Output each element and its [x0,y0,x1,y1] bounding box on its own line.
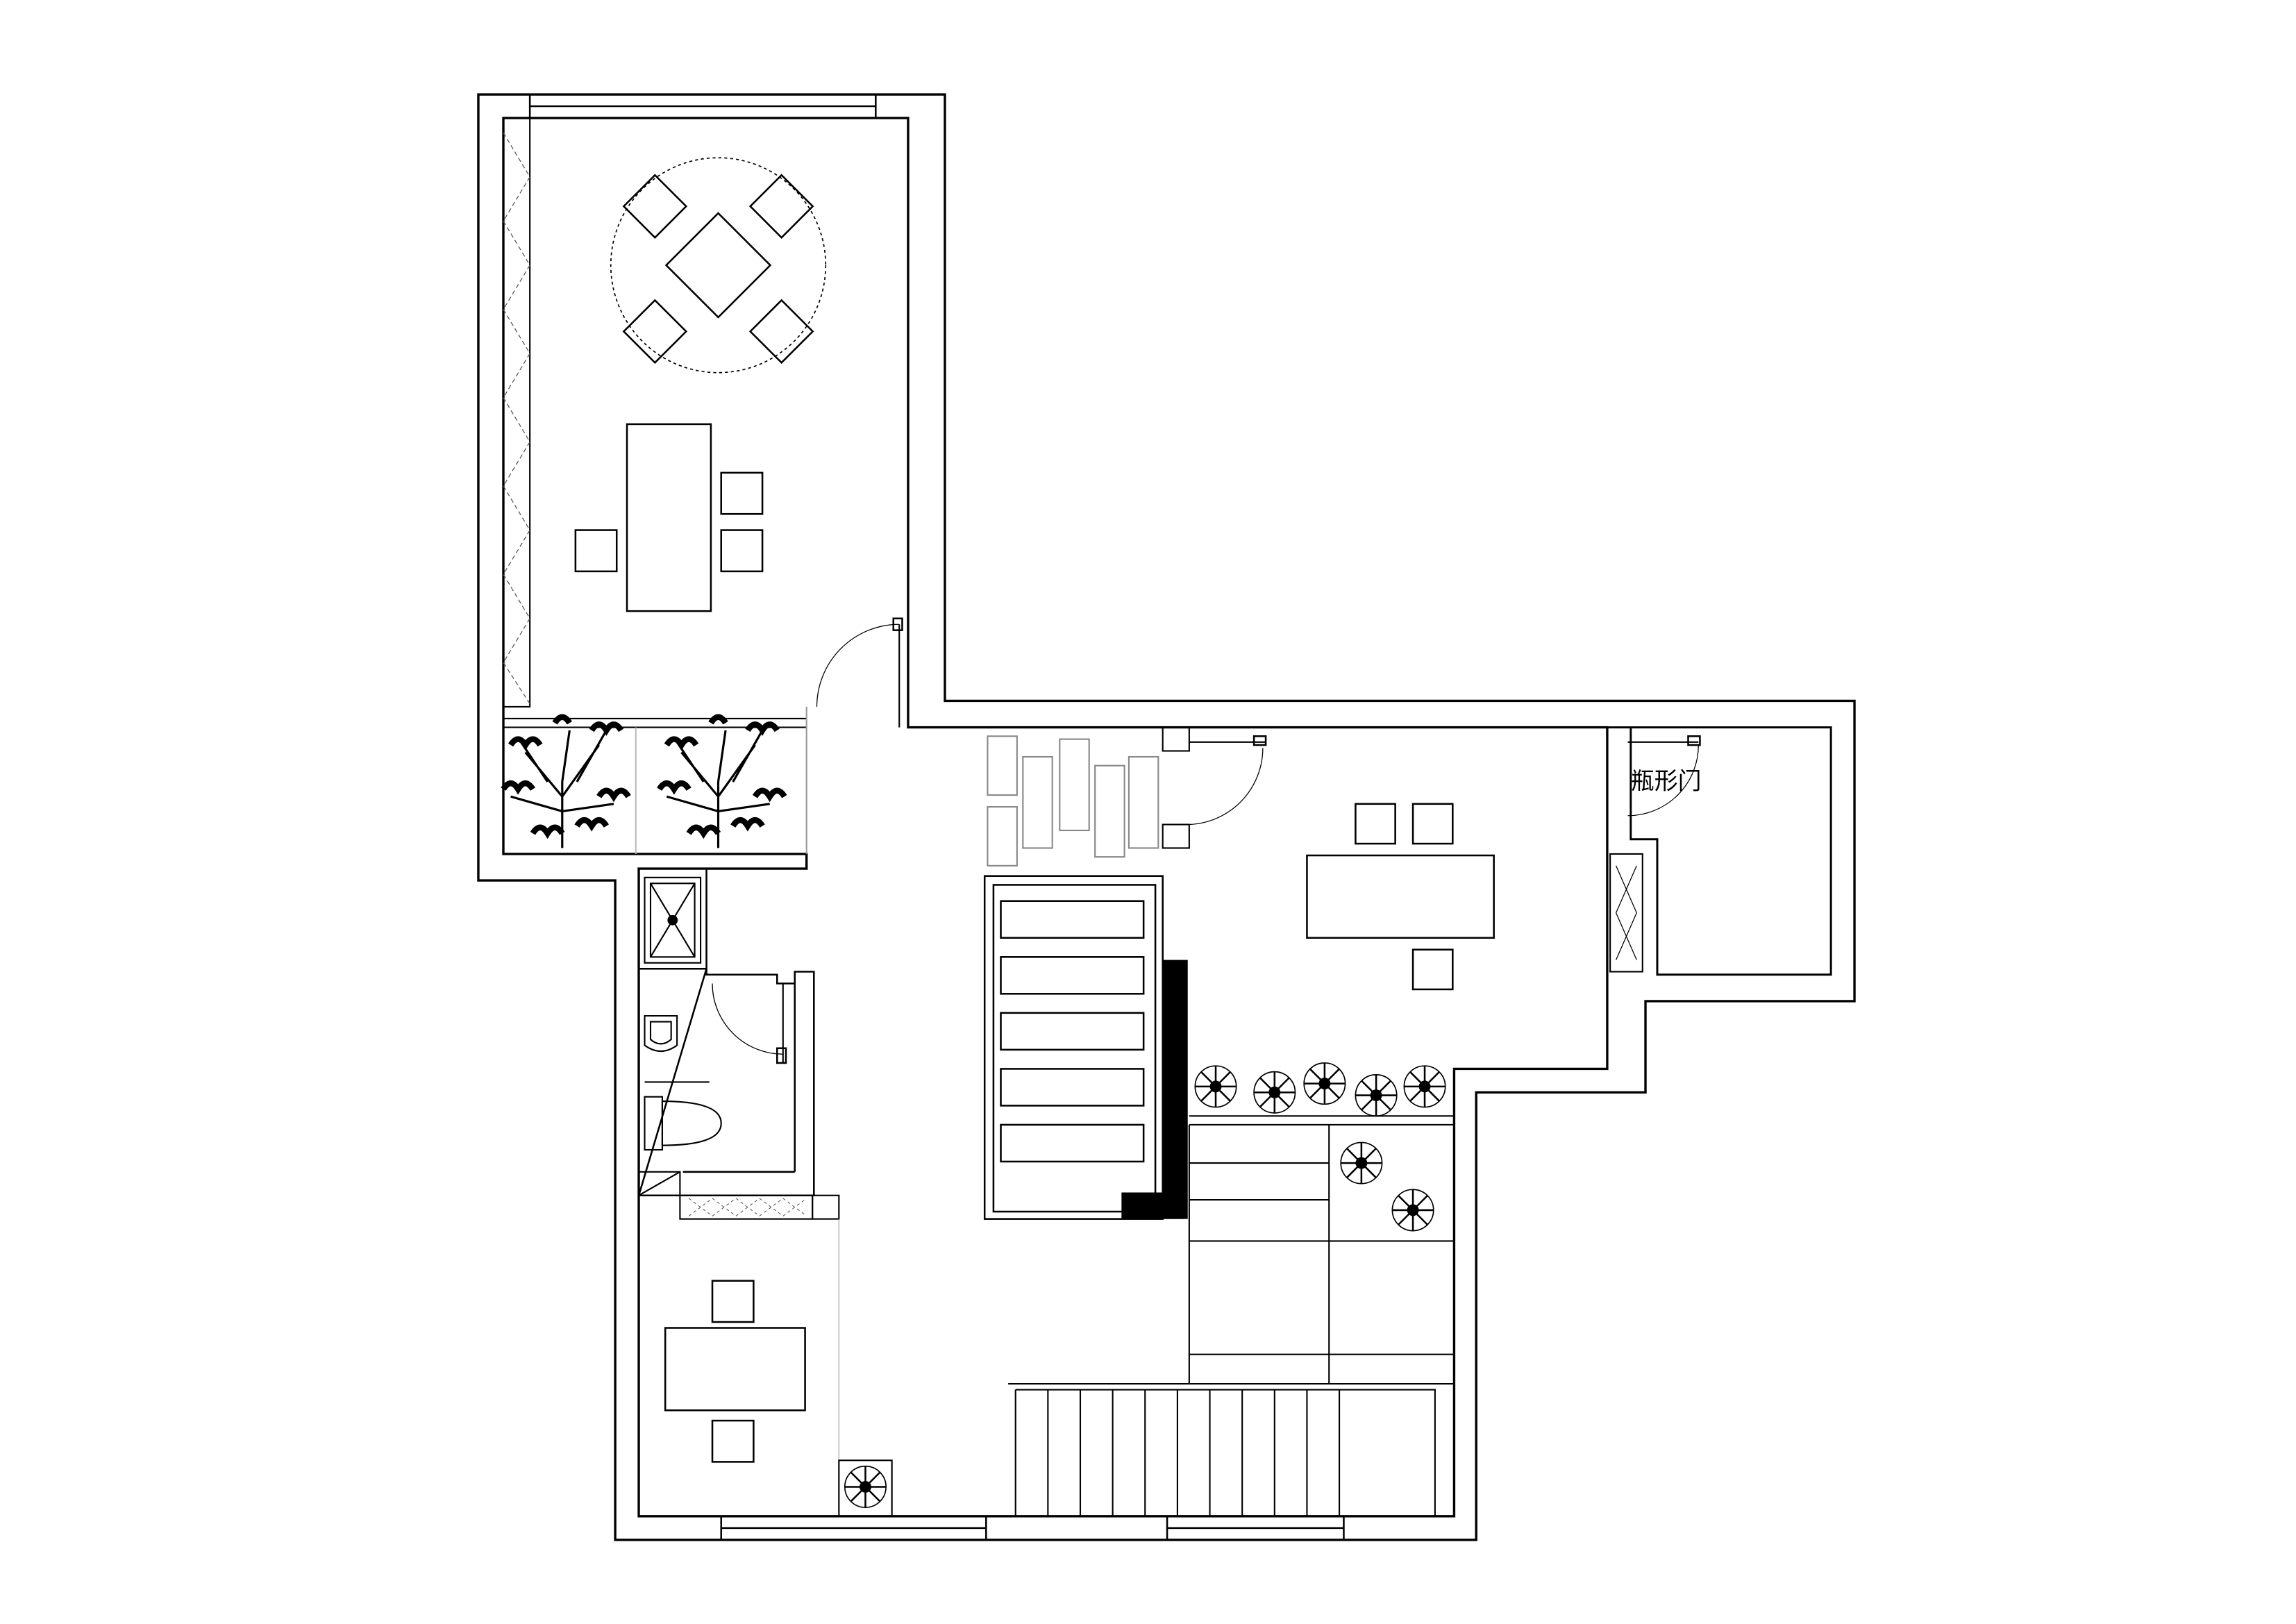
shrub-icon [1391,1188,1435,1232]
chair-icon [720,471,764,515]
stair-landing [1008,1124,1455,1385]
table-icon [1306,854,1495,939]
chair-icon [720,529,764,573]
rect-table-set [574,423,764,612]
stair-icon [1014,1389,1436,1516]
left-partition [502,117,531,708]
shrub-icon [844,1465,887,1509]
shower-icon [644,876,702,964]
sink-icon [644,1015,710,1083]
lower-partition [637,1194,840,1516]
shrub-icon [1302,1062,1346,1105]
window-top [528,93,877,119]
door-swing-icon [1627,735,1701,817]
exterior-wall [477,93,1856,1541]
shrub-icon [1339,1141,1383,1185]
door-swing-icon [712,983,787,1064]
round-dining-set [610,157,827,374]
tree-icon [503,717,628,848]
bathroom [637,867,815,1196]
stair-icon [983,875,1164,1220]
chair-icon [1411,803,1454,845]
tree-icon [660,717,785,848]
lower-table-set [664,1280,806,1463]
chair-icon [711,1419,755,1463]
window-bottom-right [1166,1515,1345,1541]
chair-icon [1355,803,1396,845]
table-icon [626,423,712,612]
chair-icon [622,174,814,365]
door-swing-icon [1189,735,1267,826]
toilet-icon [644,1096,722,1151]
right-planter [1189,1115,1455,1126]
window-bottom-left [720,1515,987,1541]
chair-icon [711,1280,755,1323]
chair-icon [574,529,618,573]
bathroom-vent [637,1171,681,1196]
chair-icon [1411,948,1454,991]
column [1162,726,1190,849]
small-planter [838,1459,893,1517]
right-table-set [1306,803,1495,991]
shrub-icon [1252,1071,1296,1114]
stepping-stones [987,735,1159,867]
table-icon [664,1327,806,1412]
shrub-row [1194,1062,1446,1232]
solid-wall [1121,960,1188,1219]
side-door-label: 瓶形门 [1631,768,1702,795]
shrub-icon [1194,1064,1237,1108]
side-room [1607,726,1832,976]
shrub-icon [1403,1064,1446,1108]
door-swing-icon [816,617,903,728]
shrub-icon [1355,1073,1398,1117]
